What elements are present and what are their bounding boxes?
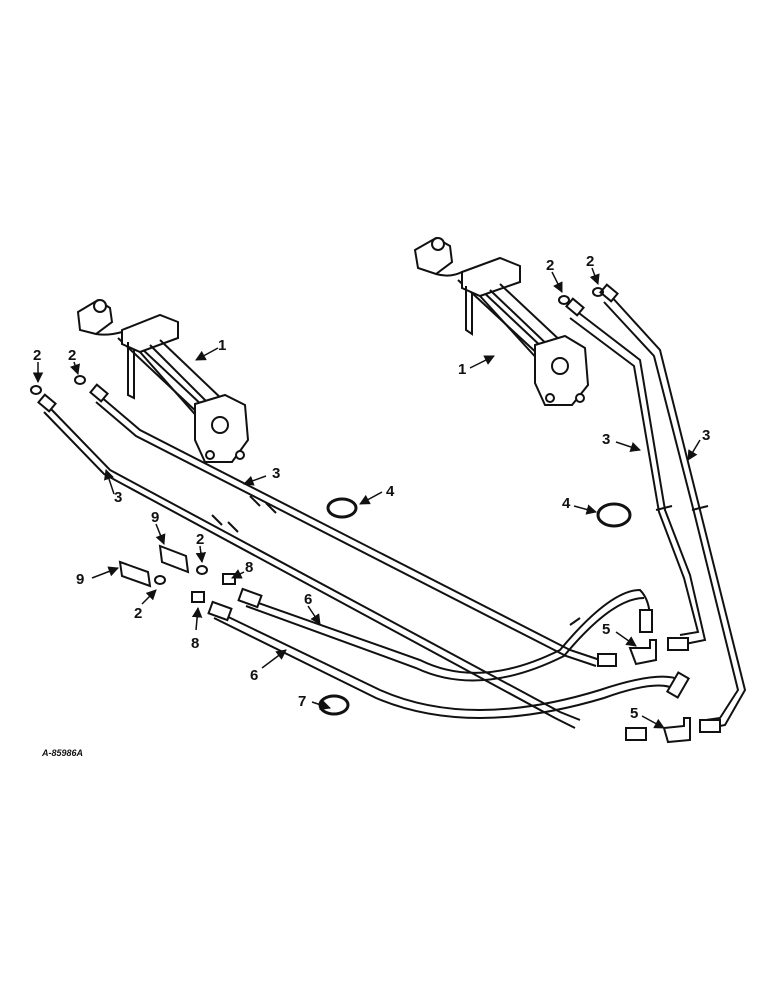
callout-4: 4 — [386, 483, 395, 500]
quick-coupler — [118, 544, 190, 588]
o-ring — [154, 575, 166, 585]
callout-3: 3 — [602, 431, 610, 448]
hose-clamp — [318, 497, 632, 716]
callout-2: 2 — [546, 257, 554, 274]
callout-9: 9 — [76, 571, 84, 588]
hoses-6 — [207, 587, 691, 719]
callout-2: 2 — [196, 531, 204, 548]
callout-6: 6 — [250, 667, 258, 684]
callout-1: 1 — [218, 337, 226, 354]
callout-2: 2 — [134, 605, 142, 622]
callout-2: 2 — [33, 347, 41, 364]
tee-fitting — [628, 639, 691, 744]
callout-9: 9 — [151, 509, 159, 526]
callout-5: 5 — [602, 621, 610, 638]
callout-7: 7 — [298, 693, 306, 710]
callout-6: 6 — [304, 591, 312, 608]
callout-8: 8 — [191, 635, 199, 652]
o-ring — [592, 287, 604, 297]
callout-3: 3 — [114, 489, 122, 506]
o-ring — [558, 295, 570, 305]
o-ring — [30, 385, 42, 395]
o-ring — [196, 565, 208, 575]
left-hoses — [37, 383, 647, 741]
adapter-fitting — [191, 573, 236, 603]
callout-1: 1 — [458, 361, 466, 378]
callout-2: 2 — [586, 253, 594, 270]
o-ring — [74, 375, 86, 385]
right-hoses — [565, 283, 747, 733]
left-hydraulic-cylinder — [76, 298, 250, 463]
callout-3: 3 — [702, 427, 710, 444]
callout-5: 5 — [630, 705, 638, 722]
callout-2: 2 — [68, 347, 76, 364]
callout-3: 3 — [272, 465, 280, 482]
callout-8: 8 — [245, 559, 253, 576]
right-hydraulic-cylinder — [413, 236, 590, 406]
callout-4: 4 — [562, 495, 571, 512]
callout-leaders — [32, 267, 701, 729]
figure-code: A-85986A — [41, 748, 83, 758]
